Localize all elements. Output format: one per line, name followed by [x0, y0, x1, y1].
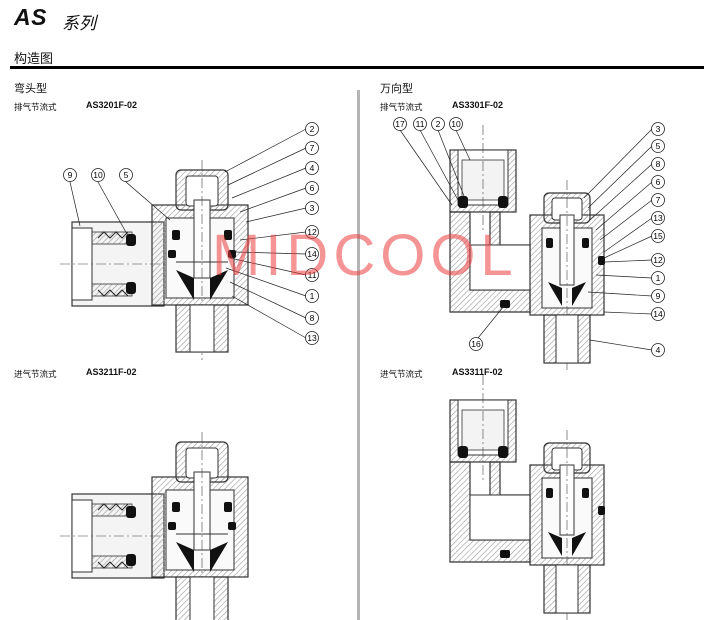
callout-label: 13: [307, 333, 317, 343]
callout-label: 17: [395, 119, 405, 129]
watermark-text: MIDCOOL: [212, 223, 518, 288]
callout-label: 2: [310, 124, 315, 134]
variant-1-model: AS3201F-02: [86, 100, 138, 110]
callout-label: 1: [310, 291, 315, 301]
figure-as3311f: [449, 374, 606, 620]
callout: 11: [413, 117, 427, 131]
callout-label: 8: [310, 313, 315, 323]
callout-label: 9: [68, 170, 73, 180]
variant-4-model: AS3311F-02: [452, 367, 503, 377]
callout-label: 11: [416, 119, 425, 129]
variant-2-subtitle: 进气节流式: [14, 370, 57, 380]
callout: 14: [651, 307, 665, 321]
callout: 17: [393, 117, 407, 131]
callout-label: 11: [308, 270, 317, 280]
series-title-suffix: 系列: [62, 14, 96, 34]
callout-label: 10: [451, 119, 461, 129]
callout-label: 13: [653, 213, 663, 223]
callout: 12: [305, 225, 319, 239]
variant-3-model: AS3301F-02: [452, 100, 504, 110]
callout-label: 3: [310, 203, 315, 213]
group-title-universal: 万向型: [380, 82, 413, 95]
callout-label: 6: [310, 183, 315, 193]
callout: 11: [305, 268, 319, 282]
heading-rule: [10, 66, 704, 69]
callout: 9: [63, 168, 77, 182]
section-heading: 构造图: [14, 52, 54, 67]
callout: 6: [305, 181, 319, 195]
callout: 8: [651, 157, 665, 171]
group-title-elbow: 弯头型: [14, 82, 47, 95]
figure-as3211f: [59, 431, 249, 620]
callout: 14: [305, 247, 319, 261]
fig3-leaders: [399, 128, 653, 351]
callout-label: 5: [656, 141, 661, 151]
callout: 12: [651, 253, 665, 267]
callout-label: 12: [653, 255, 663, 265]
callout: 10: [449, 117, 463, 131]
fig1-callouts: 2 7 4 6 3 12 14 11 1 8 13 9 10 5: [63, 122, 319, 345]
variant-2-model: AS3211F-02: [86, 367, 137, 377]
callout: 6: [651, 175, 665, 189]
callout: 8: [305, 311, 319, 325]
callout: 16: [469, 337, 483, 351]
variant-1-subtitle: 排气节流式: [14, 103, 57, 113]
callout-label: 5: [124, 170, 129, 180]
variant-4-subtitle: 进气节流式: [380, 370, 423, 380]
callout: 1: [651, 271, 665, 285]
callout: 5: [651, 139, 665, 153]
column-divider: [357, 90, 360, 620]
callout-label: 7: [656, 195, 661, 205]
callout-label: 2: [436, 119, 441, 129]
callout-label: 3: [656, 124, 661, 134]
callout: 3: [305, 201, 319, 215]
callout-label: 15: [653, 231, 663, 241]
callout-label: 12: [307, 227, 317, 237]
callout: 2: [305, 122, 319, 136]
fig1-leaders: [69, 128, 307, 339]
callout: 4: [651, 343, 665, 357]
callout-label: 14: [653, 309, 663, 319]
callout-label: 16: [471, 339, 481, 349]
callout-label: 7: [310, 143, 315, 153]
callout: 9: [651, 289, 665, 303]
callout-label: 9: [656, 291, 661, 301]
callout: 1: [305, 289, 319, 303]
callout-label: 4: [656, 345, 661, 355]
callout-label: 1: [656, 273, 661, 283]
callout-label: 4: [310, 163, 315, 173]
callout-label: 6: [656, 177, 661, 187]
callout: 13: [305, 331, 319, 345]
callout-label: 14: [307, 249, 317, 259]
callout: 5: [119, 168, 133, 182]
callout: 3: [651, 122, 665, 136]
callout: 7: [651, 193, 665, 207]
callout: 15: [651, 229, 665, 243]
callout-label: 8: [656, 159, 661, 169]
variant-3-subtitle: 排气节流式: [380, 103, 423, 113]
fig3-callouts: 17 11 2 10 3 5 8 6 7 13 15 12 1 9 14 4 1…: [393, 117, 665, 357]
callout: 7: [305, 141, 319, 155]
callout: 10: [91, 168, 105, 182]
callout: 4: [305, 161, 319, 175]
callout: 13: [651, 211, 665, 225]
series-title: AS: [14, 4, 47, 30]
callout-label: 10: [93, 170, 103, 180]
callout: 2: [431, 117, 445, 131]
